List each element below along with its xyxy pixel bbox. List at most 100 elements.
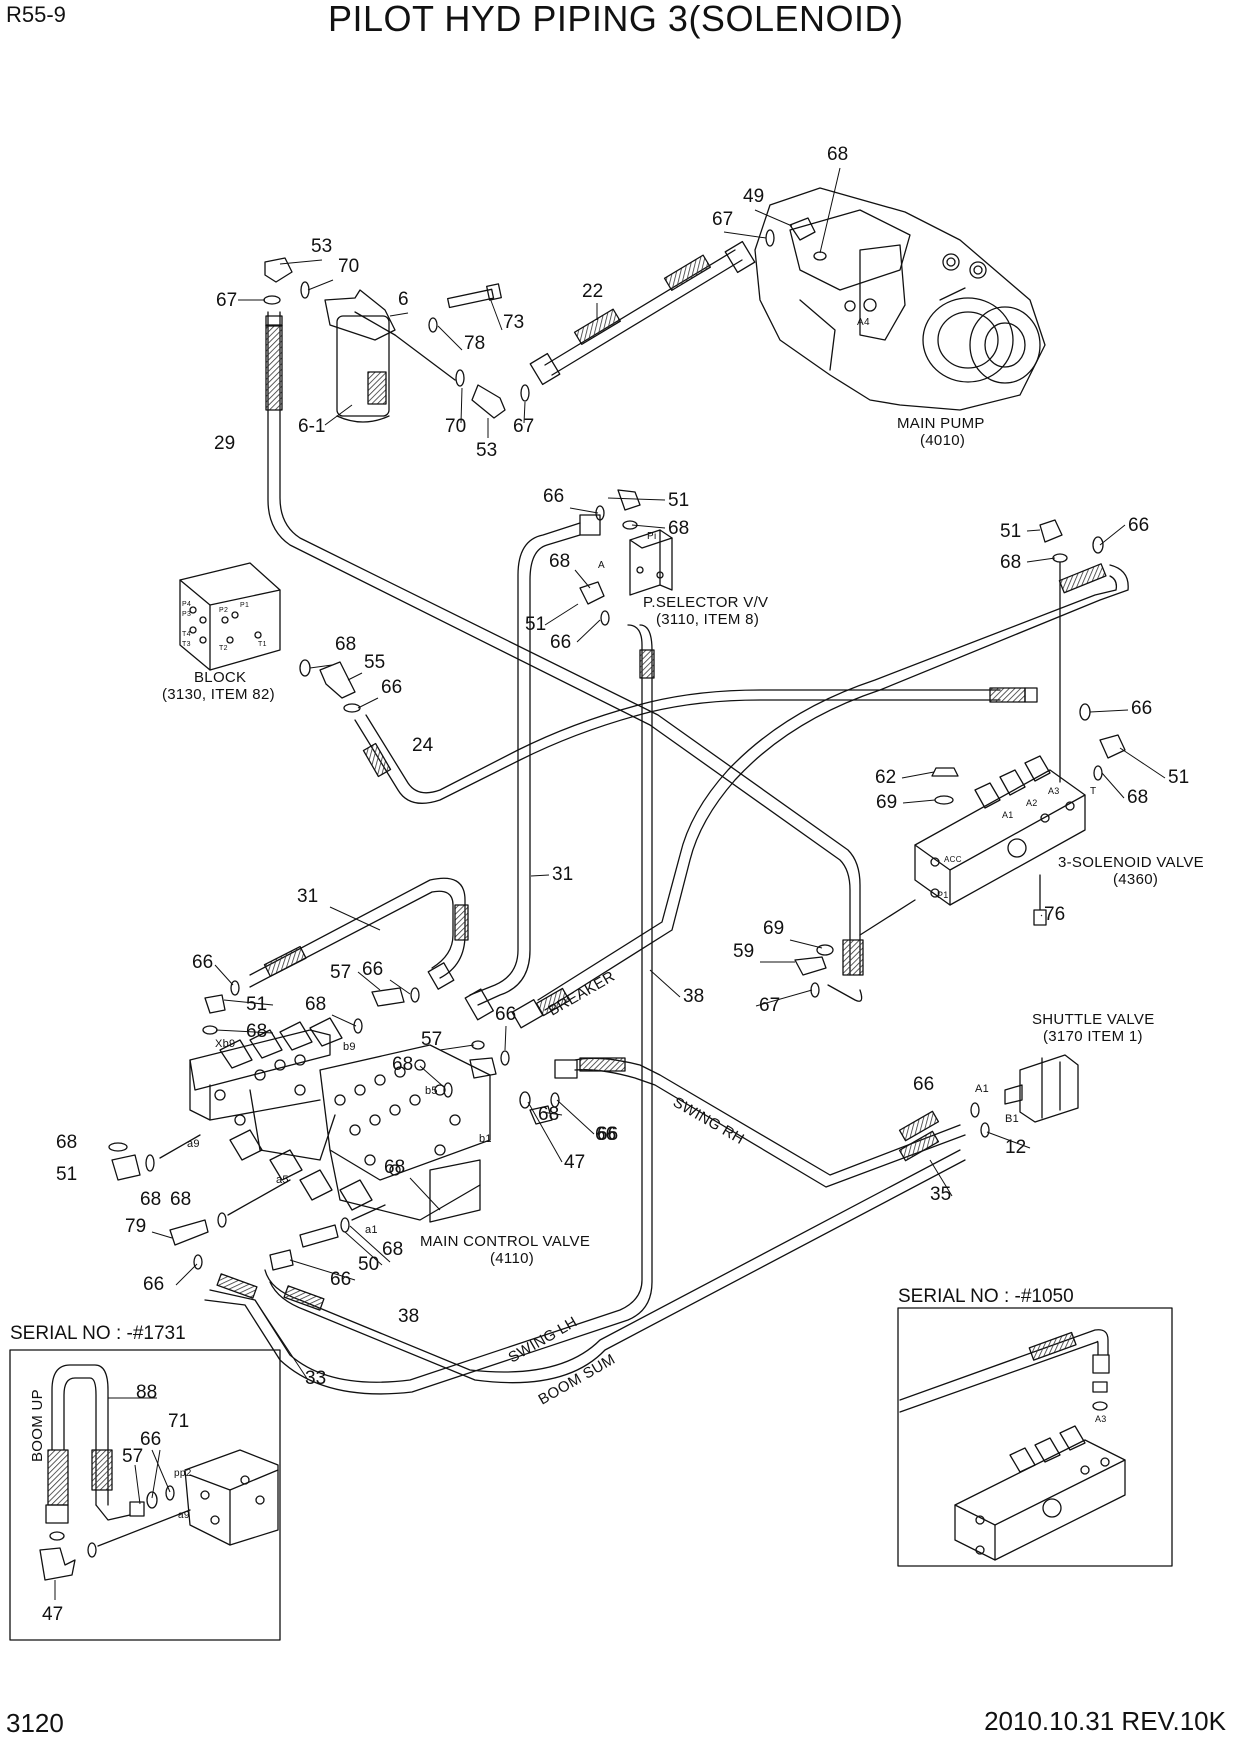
callout-leader [607, 497, 666, 501]
block-port-p1: P1 [240, 602, 249, 609]
callout-leader [489, 297, 503, 331]
callout-leader [544, 603, 579, 626]
mcv-port-a1: a1 [365, 1224, 378, 1236]
part-callout-6: 6 [398, 289, 409, 310]
callout-leader [755, 989, 813, 1007]
p-selector-port-a: A [598, 560, 605, 571]
part-callout-66: 66 [495, 1004, 516, 1025]
solenoid-port-a1: A1 [1002, 810, 1014, 820]
part-callout-55: 55 [364, 652, 385, 673]
bolt-73 [428, 283, 502, 333]
part-callout-51: 51 [668, 490, 689, 511]
component-captions: MAIN PUMP (4010) A4 P.SELECTOR V/V (3110… [162, 317, 1204, 1267]
part-callout-66: 66 [381, 677, 402, 698]
elbow-53-upper [264, 257, 293, 283]
adapter-47 [529, 1105, 553, 1125]
callout-leader [419, 1065, 446, 1089]
part-callout-51: 51 [246, 994, 267, 1015]
part-callout-50: 50 [358, 1254, 379, 1275]
oring-66-57 [410, 987, 420, 1003]
oring-67-tee [810, 982, 820, 998]
solenoid-port-acc: ACC [944, 855, 962, 864]
connector-79 [169, 1219, 209, 1246]
callout-leader [902, 799, 936, 804]
callout-leader [1040, 914, 1043, 917]
callout-leader [329, 906, 381, 931]
part-callout-68: 68 [538, 1104, 559, 1125]
callout-leader [1026, 529, 1041, 532]
callout-leader [460, 387, 463, 424]
part-callout-68: 68 [549, 551, 570, 572]
callout-leader [151, 1449, 161, 1499]
mcv-port-xb9: Xb9 [215, 1038, 235, 1050]
part-callout-68: 68 [1000, 552, 1021, 573]
part-callout-78: 78 [464, 333, 485, 354]
oring-68-mcv [202, 1025, 218, 1035]
part-callout-53: 53 [476, 440, 497, 461]
mcv-port-a5: a5 [276, 1174, 289, 1186]
hose-top-right [511, 563, 1129, 1029]
oring-68-a5 [217, 1212, 227, 1228]
callout-leader [307, 279, 334, 291]
callout-leader [504, 1025, 507, 1051]
callout-leader [530, 874, 550, 877]
part-callout-66: 66 [362, 959, 383, 980]
part-callout-88: 88 [136, 1382, 157, 1403]
oring-67-upper [263, 295, 281, 305]
shuttle-ref: (3170 ITEM 1) [1043, 1028, 1143, 1045]
callout-leader [175, 1263, 198, 1286]
shuttle-port-a1: A1 [975, 1083, 989, 1095]
callout-leader [819, 167, 841, 254]
callout-leader [389, 312, 409, 317]
part-callout-51: 51 [1000, 521, 1021, 542]
p-selector-ref: (3110, ITEM 8) [656, 611, 759, 628]
solenoid-port-a3: A3 [1048, 786, 1060, 796]
elbow-51-left [111, 1154, 141, 1181]
tee-57-lower [469, 1057, 497, 1079]
block-port-p2: P2 [219, 607, 228, 614]
part-callout-31: 31 [297, 886, 318, 907]
oring-66-shuttle-a1 [970, 1102, 980, 1118]
part-callout-68: 68 [335, 634, 356, 655]
callout-leader [439, 1044, 475, 1051]
connector-50 [299, 1224, 339, 1248]
callout-leader [254, 1299, 309, 1381]
part-callout-47: 47 [42, 1604, 63, 1625]
oring-68-b1 [519, 1091, 531, 1109]
part-callout-68: 68 [384, 1157, 405, 1178]
part-callout-33: 33 [305, 1368, 326, 1389]
part-callout-62: 62 [875, 767, 896, 788]
callout-leader [151, 1449, 171, 1493]
shuttle-port-b1: B1 [1005, 1113, 1019, 1125]
part-callout-49: 49 [743, 186, 764, 207]
part-callout-76: 76 [1044, 904, 1065, 925]
callout-leader [331, 1014, 357, 1027]
part-callout-68: 68 [56, 1132, 77, 1153]
callout-leader [1026, 557, 1056, 563]
part-callout-71: 71 [168, 1411, 189, 1432]
callout-leader [574, 569, 591, 589]
callout-leader [1101, 772, 1125, 799]
part-callout-66: 66 [143, 1274, 164, 1295]
callout-leader [151, 1231, 173, 1239]
part-callout-68: 68 [246, 1021, 267, 1042]
part-callout-66: 66 [597, 1124, 618, 1145]
callout-leader [631, 524, 666, 529]
callout-leader [576, 619, 601, 643]
elbow-55 [319, 661, 356, 699]
callout-leader [409, 1177, 441, 1211]
pump-port-a4: A4 [857, 317, 870, 328]
inset-captions: SERIAL NO : -#1731 pp2 a9 SERIAL NO : -#… [10, 1286, 1106, 1521]
oring-66-top [1092, 536, 1104, 554]
part-callout-67: 67 [759, 995, 780, 1016]
oring-69-sol [934, 795, 954, 805]
main-pump-name: MAIN PUMP [897, 415, 985, 432]
label-boom-up: BOOM UP [29, 1389, 46, 1462]
callout-leader [556, 1099, 595, 1135]
model-code: R55-9 [6, 2, 66, 27]
part-callout-67: 67 [513, 416, 534, 437]
elbow-51-top [1039, 519, 1063, 543]
bolt-76 [1033, 874, 1047, 926]
hose-31-left [249, 877, 469, 990]
part-callout-6-1: 6-1 [298, 416, 325, 437]
